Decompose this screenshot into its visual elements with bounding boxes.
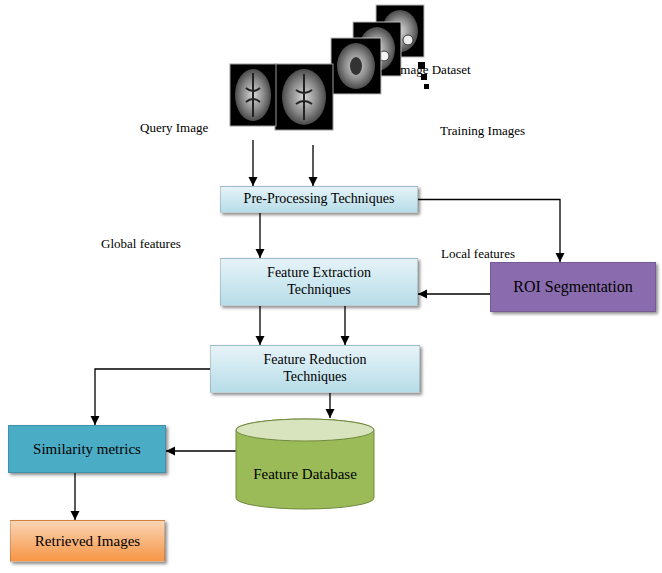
similarity-box: Similarity metrics xyxy=(8,425,166,473)
process-box: Feature Extraction Techniques xyxy=(220,258,418,306)
cylinder-body xyxy=(236,419,374,509)
process-box: Feature Reduction Techniques xyxy=(210,345,420,393)
query-image: Query Image xyxy=(138,64,278,140)
node-label: Pre-Processing Techniques xyxy=(244,191,395,208)
node-label: Feature Database xyxy=(253,465,357,483)
node-label: Retrieved Images xyxy=(35,532,140,550)
image-caption: Training Images xyxy=(440,123,525,139)
flow-arrow xyxy=(259,306,260,345)
image-caption: Query Image xyxy=(140,120,208,136)
segmentation-box: ROI Segmentation xyxy=(490,262,656,312)
feature-label: Local features xyxy=(440,246,516,262)
flow-arrow xyxy=(344,306,345,345)
node-label: Feature Extraction Techniques xyxy=(244,265,394,299)
flow-arrow xyxy=(252,140,253,186)
mini-slice xyxy=(424,84,429,89)
database-cylinder: Feature Database xyxy=(235,418,375,510)
result-box: Retrieved Images xyxy=(10,520,165,562)
image-dataset: Image DatasetTraining Images xyxy=(272,2,547,145)
flow-arrow xyxy=(418,293,490,294)
process-box: Pre-Processing Techniques xyxy=(220,186,418,213)
mri-slice xyxy=(331,38,381,94)
flow-arrow xyxy=(418,200,560,263)
cylinder-top xyxy=(236,419,374,441)
cylinder-outline xyxy=(235,418,375,510)
flow-arrow xyxy=(312,145,313,186)
flow-arrow xyxy=(95,369,210,425)
flow-arrow xyxy=(259,213,260,258)
image-caption: Image Dataset xyxy=(396,62,471,78)
flow-arrow xyxy=(329,393,330,418)
node-label: Similarity metrics xyxy=(33,440,141,458)
mri-slice xyxy=(275,64,333,130)
mri-query xyxy=(230,64,276,126)
feature-label: Global features xyxy=(100,236,182,252)
node-label: ROI Segmentation xyxy=(513,277,633,296)
node-label: Feature Reduction Techniques xyxy=(240,352,390,386)
flow-arrow xyxy=(166,450,236,451)
flow-arrow xyxy=(74,473,75,520)
